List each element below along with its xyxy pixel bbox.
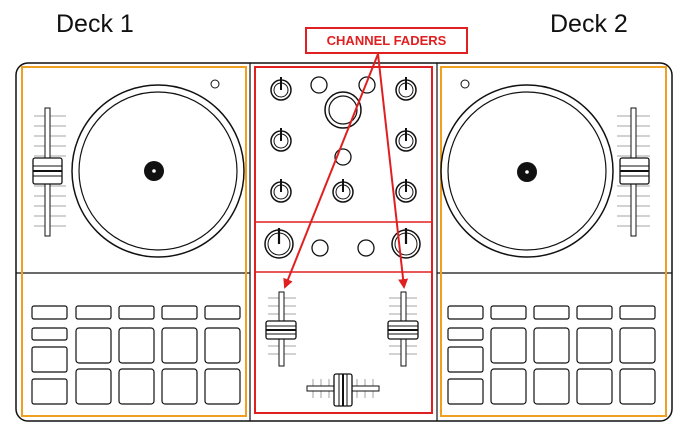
deck1-pad[interactable] (75, 327, 112, 364)
mixer-highlight (254, 66, 433, 414)
deck2-pad[interactable] (490, 327, 527, 364)
deck1-pad[interactable] (75, 368, 112, 405)
deck2-shift-button[interactable] (447, 327, 484, 341)
deck1-indicator-led (210, 79, 220, 89)
deck2 (440, 79, 656, 405)
mixer-button[interactable] (311, 239, 329, 257)
mixer-button[interactable] (357, 239, 375, 257)
deck2-jog-wheel[interactable] (440, 84, 614, 258)
deck2-mode-button[interactable] (576, 305, 613, 320)
channel-fader-right[interactable] (387, 291, 419, 367)
deck1-pad[interactable] (118, 327, 155, 364)
deck1-pad[interactable] (204, 327, 241, 364)
deck1-pad[interactable] (118, 368, 155, 405)
deck2-label: Deck 2 (550, 10, 628, 38)
channel-fader-left[interactable] (265, 291, 297, 367)
mixer-knob[interactable] (270, 179, 292, 203)
deck2-mode-button[interactable] (619, 305, 656, 320)
deck2-pad[interactable] (619, 327, 656, 364)
deck1-pitch-fader[interactable] (32, 107, 66, 237)
deck1-pad[interactable] (161, 327, 198, 364)
deck2-transport-button[interactable] (447, 346, 484, 373)
deck1-pad[interactable] (161, 368, 198, 405)
deck2-pad[interactable] (619, 368, 656, 405)
deck1-shift-button[interactable] (31, 327, 68, 341)
deck1-mode-button[interactable] (75, 305, 112, 320)
deck1-jog-wheel[interactable] (71, 84, 245, 258)
mixer-button[interactable] (310, 76, 328, 94)
deck2-pad[interactable] (533, 368, 570, 405)
mixer-knob[interactable] (395, 77, 417, 101)
deck2-pad[interactable] (490, 368, 527, 405)
mixer-knob[interactable] (395, 128, 417, 152)
deck1-mode-button[interactable] (204, 305, 241, 320)
deck1-label: Deck 1 (56, 10, 134, 38)
deck1 (31, 79, 245, 405)
deck2-highlight (440, 66, 667, 417)
deck2-pad[interactable] (576, 327, 613, 364)
mixer-knob[interactable] (332, 179, 354, 203)
deck1-mode-button[interactable] (118, 305, 155, 320)
deck2-pad[interactable] (533, 327, 570, 364)
deck1-pad[interactable] (204, 368, 241, 405)
crossfader[interactable] (306, 373, 380, 407)
deck2-mode-button[interactable] (533, 305, 570, 320)
mixer-knob[interactable] (270, 77, 292, 101)
mixer-knob[interactable] (270, 128, 292, 152)
deck1-mode-button[interactable] (161, 305, 198, 320)
deck1-pads (31, 305, 241, 405)
deck2-mode-button[interactable] (490, 305, 527, 320)
deck2-pads (447, 305, 656, 405)
deck1-mode-button[interactable] (31, 305, 68, 320)
deck1-highlight (21, 66, 247, 417)
deck1-transport-button[interactable] (31, 346, 68, 373)
deck2-indicator-led (460, 79, 470, 89)
mixer-knob[interactable] (395, 179, 417, 203)
mixer-gain-knob-left[interactable] (264, 228, 294, 259)
mixer (264, 76, 421, 407)
callout-arrow-left (283, 53, 379, 289)
callout-arrow-right (377, 53, 409, 289)
deck2-transport-button[interactable] (447, 378, 484, 405)
deck2-mode-button[interactable] (447, 305, 484, 320)
deck1-transport-button[interactable] (31, 378, 68, 405)
deck2-pad[interactable] (576, 368, 613, 405)
deck2-pitch-fader[interactable] (617, 107, 650, 237)
channel-faders-callout: CHANNEL FADERS (305, 27, 468, 54)
